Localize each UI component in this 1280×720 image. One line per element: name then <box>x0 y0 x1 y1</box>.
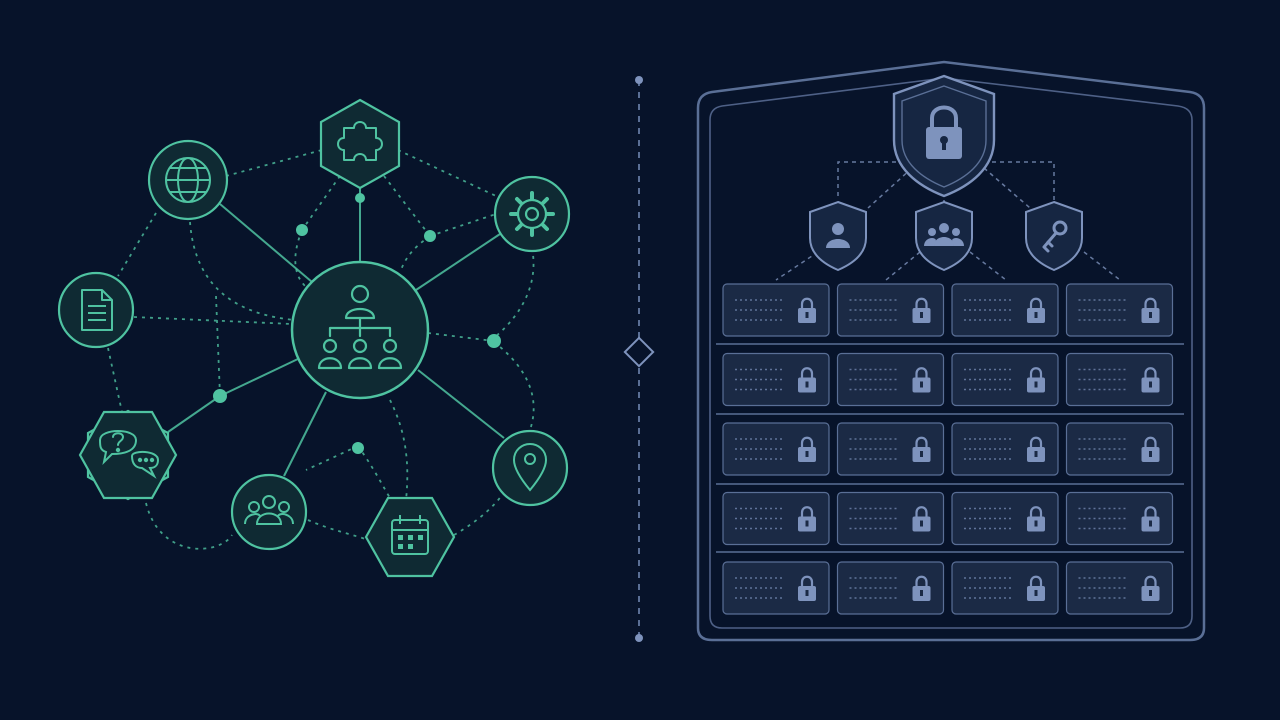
vault-cell <box>836 491 945 546</box>
org-chart-icon <box>317 284 403 370</box>
padlock-icon <box>1027 506 1045 532</box>
padlock-icon <box>912 436 931 462</box>
sub-shield-key <box>1025 200 1083 272</box>
vault-panel <box>696 60 1206 642</box>
vault-cell <box>1065 352 1174 407</box>
padlock-icon <box>1027 575 1045 601</box>
vault-cell <box>1065 491 1174 546</box>
vault-cell <box>722 352 830 407</box>
sub-shield-group <box>915 200 973 272</box>
solid-connections <box>167 186 505 477</box>
vault-cell <box>951 561 1059 615</box>
vault-cell <box>951 352 1059 407</box>
padlock-icon <box>912 297 931 323</box>
padlock-icon <box>1141 367 1160 393</box>
main-shield <box>892 74 996 198</box>
chat-node <box>78 409 178 501</box>
calendar-node <box>364 496 456 578</box>
central-hub-node <box>290 260 430 400</box>
vault-cell <box>836 283 945 337</box>
padlock-icon <box>798 506 816 532</box>
question-chat-icon <box>98 430 160 479</box>
sub-shield-user <box>809 200 867 272</box>
padlock-icon <box>1141 436 1160 462</box>
key-icon <box>1042 220 1068 253</box>
calendar-icon <box>391 515 429 555</box>
document-node <box>57 271 135 349</box>
padlock-icon <box>798 575 816 601</box>
gear-node <box>493 175 571 253</box>
vault-cell <box>951 491 1059 546</box>
vault-grid <box>722 283 1174 615</box>
document-icon <box>81 289 113 331</box>
group-icon <box>244 495 294 525</box>
vault-cell <box>951 283 1059 337</box>
padlock-icon <box>1141 297 1160 323</box>
puzzle-icon <box>337 121 383 161</box>
padlock-icon <box>1141 506 1160 532</box>
vault-cell <box>722 422 830 476</box>
diamond-icon <box>623 336 655 368</box>
vault-cell <box>836 561 945 615</box>
group-icon <box>924 223 964 246</box>
vault-inner-frame <box>709 77 1193 629</box>
dashed-connections <box>107 149 535 550</box>
padlock-icon <box>912 367 931 393</box>
network-graph <box>57 98 571 578</box>
padlock-icon <box>926 105 962 159</box>
vault-cell <box>951 422 1059 476</box>
padlock-icon <box>798 367 816 393</box>
vault-cell <box>836 352 945 407</box>
globe-icon <box>165 157 211 203</box>
padlock-icon <box>1027 367 1045 393</box>
padlock-icon <box>1027 297 1045 323</box>
grid-row-separators <box>716 343 1184 553</box>
junction-dots <box>213 193 501 454</box>
location-node <box>491 429 569 507</box>
section-divider <box>623 76 655 642</box>
vault-cell <box>1065 561 1174 615</box>
padlock-icon <box>1027 436 1045 462</box>
padlock-icon <box>798 297 816 323</box>
padlock-icon <box>912 575 931 601</box>
vault-cell <box>722 283 830 337</box>
team-node <box>230 473 308 551</box>
vault-cell <box>1065 422 1174 476</box>
vault-cell <box>836 422 945 476</box>
padlock-icon <box>912 506 931 532</box>
vault-outer-frame <box>696 60 1206 642</box>
user-icon <box>826 223 850 248</box>
vault-cell <box>722 561 830 615</box>
padlock-icon <box>1141 575 1160 601</box>
puzzle-node <box>319 98 401 190</box>
padlock-icon <box>798 436 816 462</box>
vault-cell <box>1065 283 1174 337</box>
location-pin-icon <box>512 442 548 492</box>
vault-cell <box>722 491 830 546</box>
gear-icon <box>509 191 555 237</box>
globe-node <box>147 139 229 221</box>
